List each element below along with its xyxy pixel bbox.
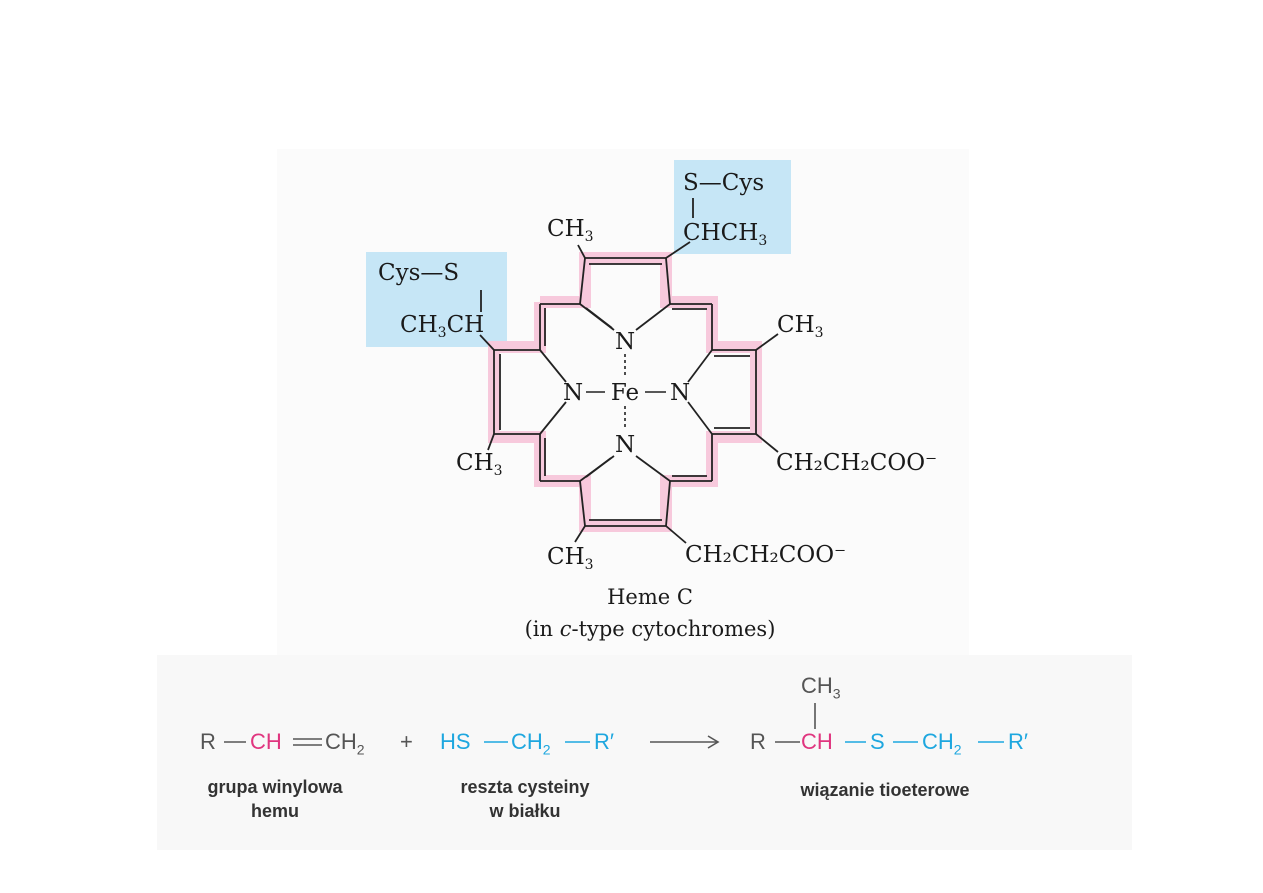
product-ch3: CH3 [801, 673, 841, 702]
label-vinyl-group: grupa winylowa hemu [207, 777, 343, 821]
fe-coordination-bonds [586, 354, 666, 430]
nitrogen-top: N [615, 329, 635, 355]
product-ch: CH [801, 729, 833, 754]
heme-panel [277, 149, 969, 655]
label-cysteine-residue: reszta cysteiny w białku [460, 777, 590, 821]
ch3-bottom: CH3 [547, 544, 594, 573]
product-r: R [750, 729, 766, 754]
cys-r-prime: R′ [594, 729, 615, 754]
label-thioether-bond: wiązanie tioeterowe [800, 780, 970, 800]
ring-bonds [479, 198, 779, 544]
ch3-top: CH3 [547, 216, 594, 245]
product-s: S [870, 729, 885, 754]
product-ch2: CH2 [922, 729, 962, 758]
product-r-prime: R′ [1008, 729, 1029, 754]
heme-caption-title: Heme C [607, 585, 693, 609]
ch3-right: CH3 [777, 312, 824, 341]
chch3-top-right: CHCH3 [683, 220, 767, 249]
propionate-right: CH₂CH₂COO⁻ [776, 450, 937, 476]
vinyl-ch: CH [250, 729, 282, 754]
nitrogen-left: N [563, 380, 583, 406]
cys-s-left: Cys—S [378, 260, 459, 286]
reaction-panel [157, 655, 1132, 850]
nitrogen-bottom: N [615, 432, 635, 458]
heme-caption-subtitle: (in c-type cytochromes) [524, 617, 776, 641]
ch3ch-left: CH3CH [400, 312, 484, 341]
vinyl-ch2: CH2 [325, 729, 365, 758]
fe-atom: Fe [611, 380, 639, 406]
ch3-left: CH3 [456, 450, 503, 479]
cys-box-left [366, 252, 507, 347]
cys-ch2: CH2 [511, 729, 551, 758]
s-cys-top-right: S—Cys [683, 170, 764, 196]
cys-hs: HS [440, 729, 471, 754]
plus-sign: + [400, 729, 413, 754]
propionate-bottom: CH₂CH₂COO⁻ [685, 542, 846, 568]
nitrogen-right: N [670, 380, 690, 406]
reaction-bonds [224, 703, 1004, 749]
vinyl-r: R [200, 729, 216, 754]
